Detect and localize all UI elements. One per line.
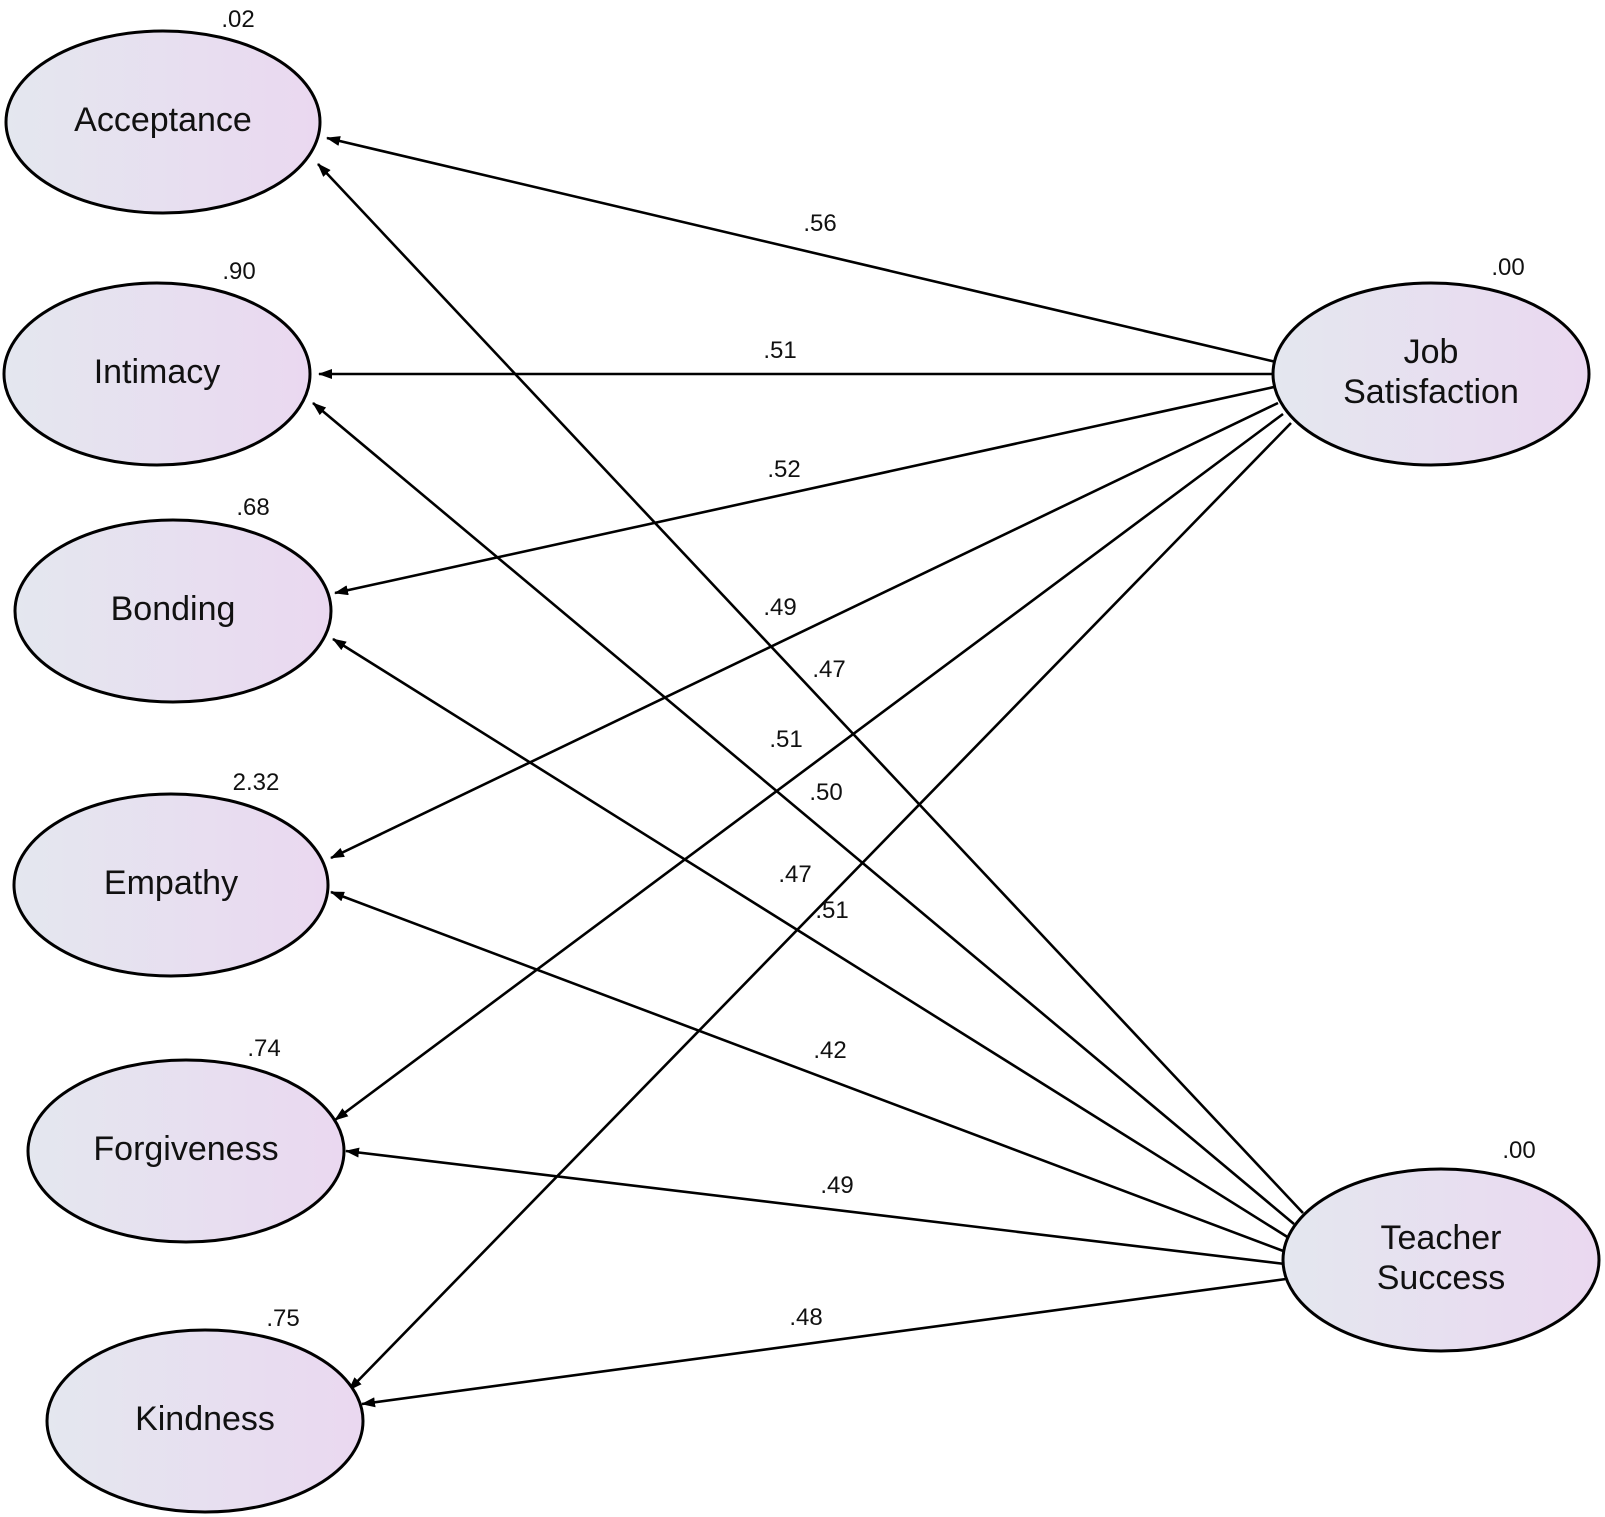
node-ellipse [1281,1167,1601,1353]
edge-teacher-success-to-forgiveness: .49 [345,1147,1286,1266]
node-kindness: Kindness .75 [45,1305,365,1514]
node-ellipse [2,281,312,467]
node-ellipse [1271,281,1591,467]
node-label: Acceptance [74,101,252,139]
node-ellipse [4,29,322,215]
node-empathy: Empathy 2.32 [12,769,330,978]
node-ellipse [12,792,330,978]
node-forgiveness: Forgiveness .74 [26,1035,346,1244]
edge-job-satisfaction-to-forgiveness: .51 [334,412,1284,1122]
edge-weight-label: .48 [789,1304,822,1331]
variance-label: .90 [222,258,255,285]
edge-job-satisfaction-to-acceptance: .56 [326,136,1277,364]
edge-arrow [317,163,1304,1214]
node-ellipse [45,1328,365,1514]
edge-arrow [326,136,1277,364]
edge-arrow [332,637,1290,1240]
edge-arrow [348,422,1292,1391]
node-intimacy: Intimacy .90 [2,258,312,467]
edge-arrow [330,890,1287,1254]
edge-weight-label: .51 [815,897,848,924]
edge-teacher-success-to-kindness: .48 [361,1277,1287,1408]
variance-label: .00 [1502,1137,1535,1164]
edge-teacher-success-to-empathy: .42 [330,890,1287,1254]
edge-weight-label: .50 [809,779,842,806]
node-ellipse [26,1058,346,1244]
edge-arrow [334,385,1275,596]
edge-weight-label: .49 [763,594,796,621]
edge-job-satisfaction-to-bonding: .52 [334,385,1275,596]
edge-arrow [330,401,1279,860]
edge-arrow [345,1147,1286,1266]
edge-arrow [334,412,1284,1122]
variance-label: .74 [247,1035,280,1062]
edge-teacher-success-to-bonding: .47 [332,637,1290,1240]
edge-weight-label: .51 [769,726,802,753]
edge-teacher-success-to-intimacy: .50 [312,402,1295,1225]
node-label: Job [1404,333,1459,371]
variance-label: .75 [266,1305,299,1332]
edge-weight-label: .42 [813,1037,846,1064]
node-ellipse [13,518,333,704]
variance-label: .00 [1491,254,1524,281]
edge-weight-label: .52 [767,456,800,483]
variance-label: .02 [221,6,254,33]
edge-weight-label: .56 [803,210,836,237]
edge-weight-label: .49 [820,1172,853,1199]
node-label: Kindness [135,1400,275,1438]
edge-job-satisfaction-to-kindness: .51 [348,422,1292,1391]
node-label: Success [1377,1259,1506,1297]
edge-weight-label: .51 [763,337,796,364]
node-label: Teacher [1381,1219,1502,1257]
edge-teacher-success-to-acceptance: .47 [317,163,1304,1214]
edge-arrow [361,1277,1287,1408]
variance-label: .68 [236,494,269,521]
edge-job-satisfaction-to-intimacy: .51 [318,337,1273,379]
edge-arrow [312,402,1295,1225]
node-label: Satisfaction [1343,373,1519,411]
node-bonding: Bonding .68 [13,494,333,704]
node-label: Forgiveness [93,1130,278,1168]
node-label: Bonding [111,590,236,628]
node-label: Empathy [104,864,238,902]
edge-weight-label: .47 [812,656,845,683]
variance-label: 2.32 [233,769,280,796]
edge-weight-label: .47 [778,861,811,888]
node-acceptance: Acceptance .02 [4,6,322,215]
edge-job-satisfaction-to-empathy: .49 [330,401,1279,860]
node-label: Intimacy [94,353,221,391]
edges-layer: .56.51.52.49.51.51.47.50.47.42.49.48 [312,136,1304,1408]
